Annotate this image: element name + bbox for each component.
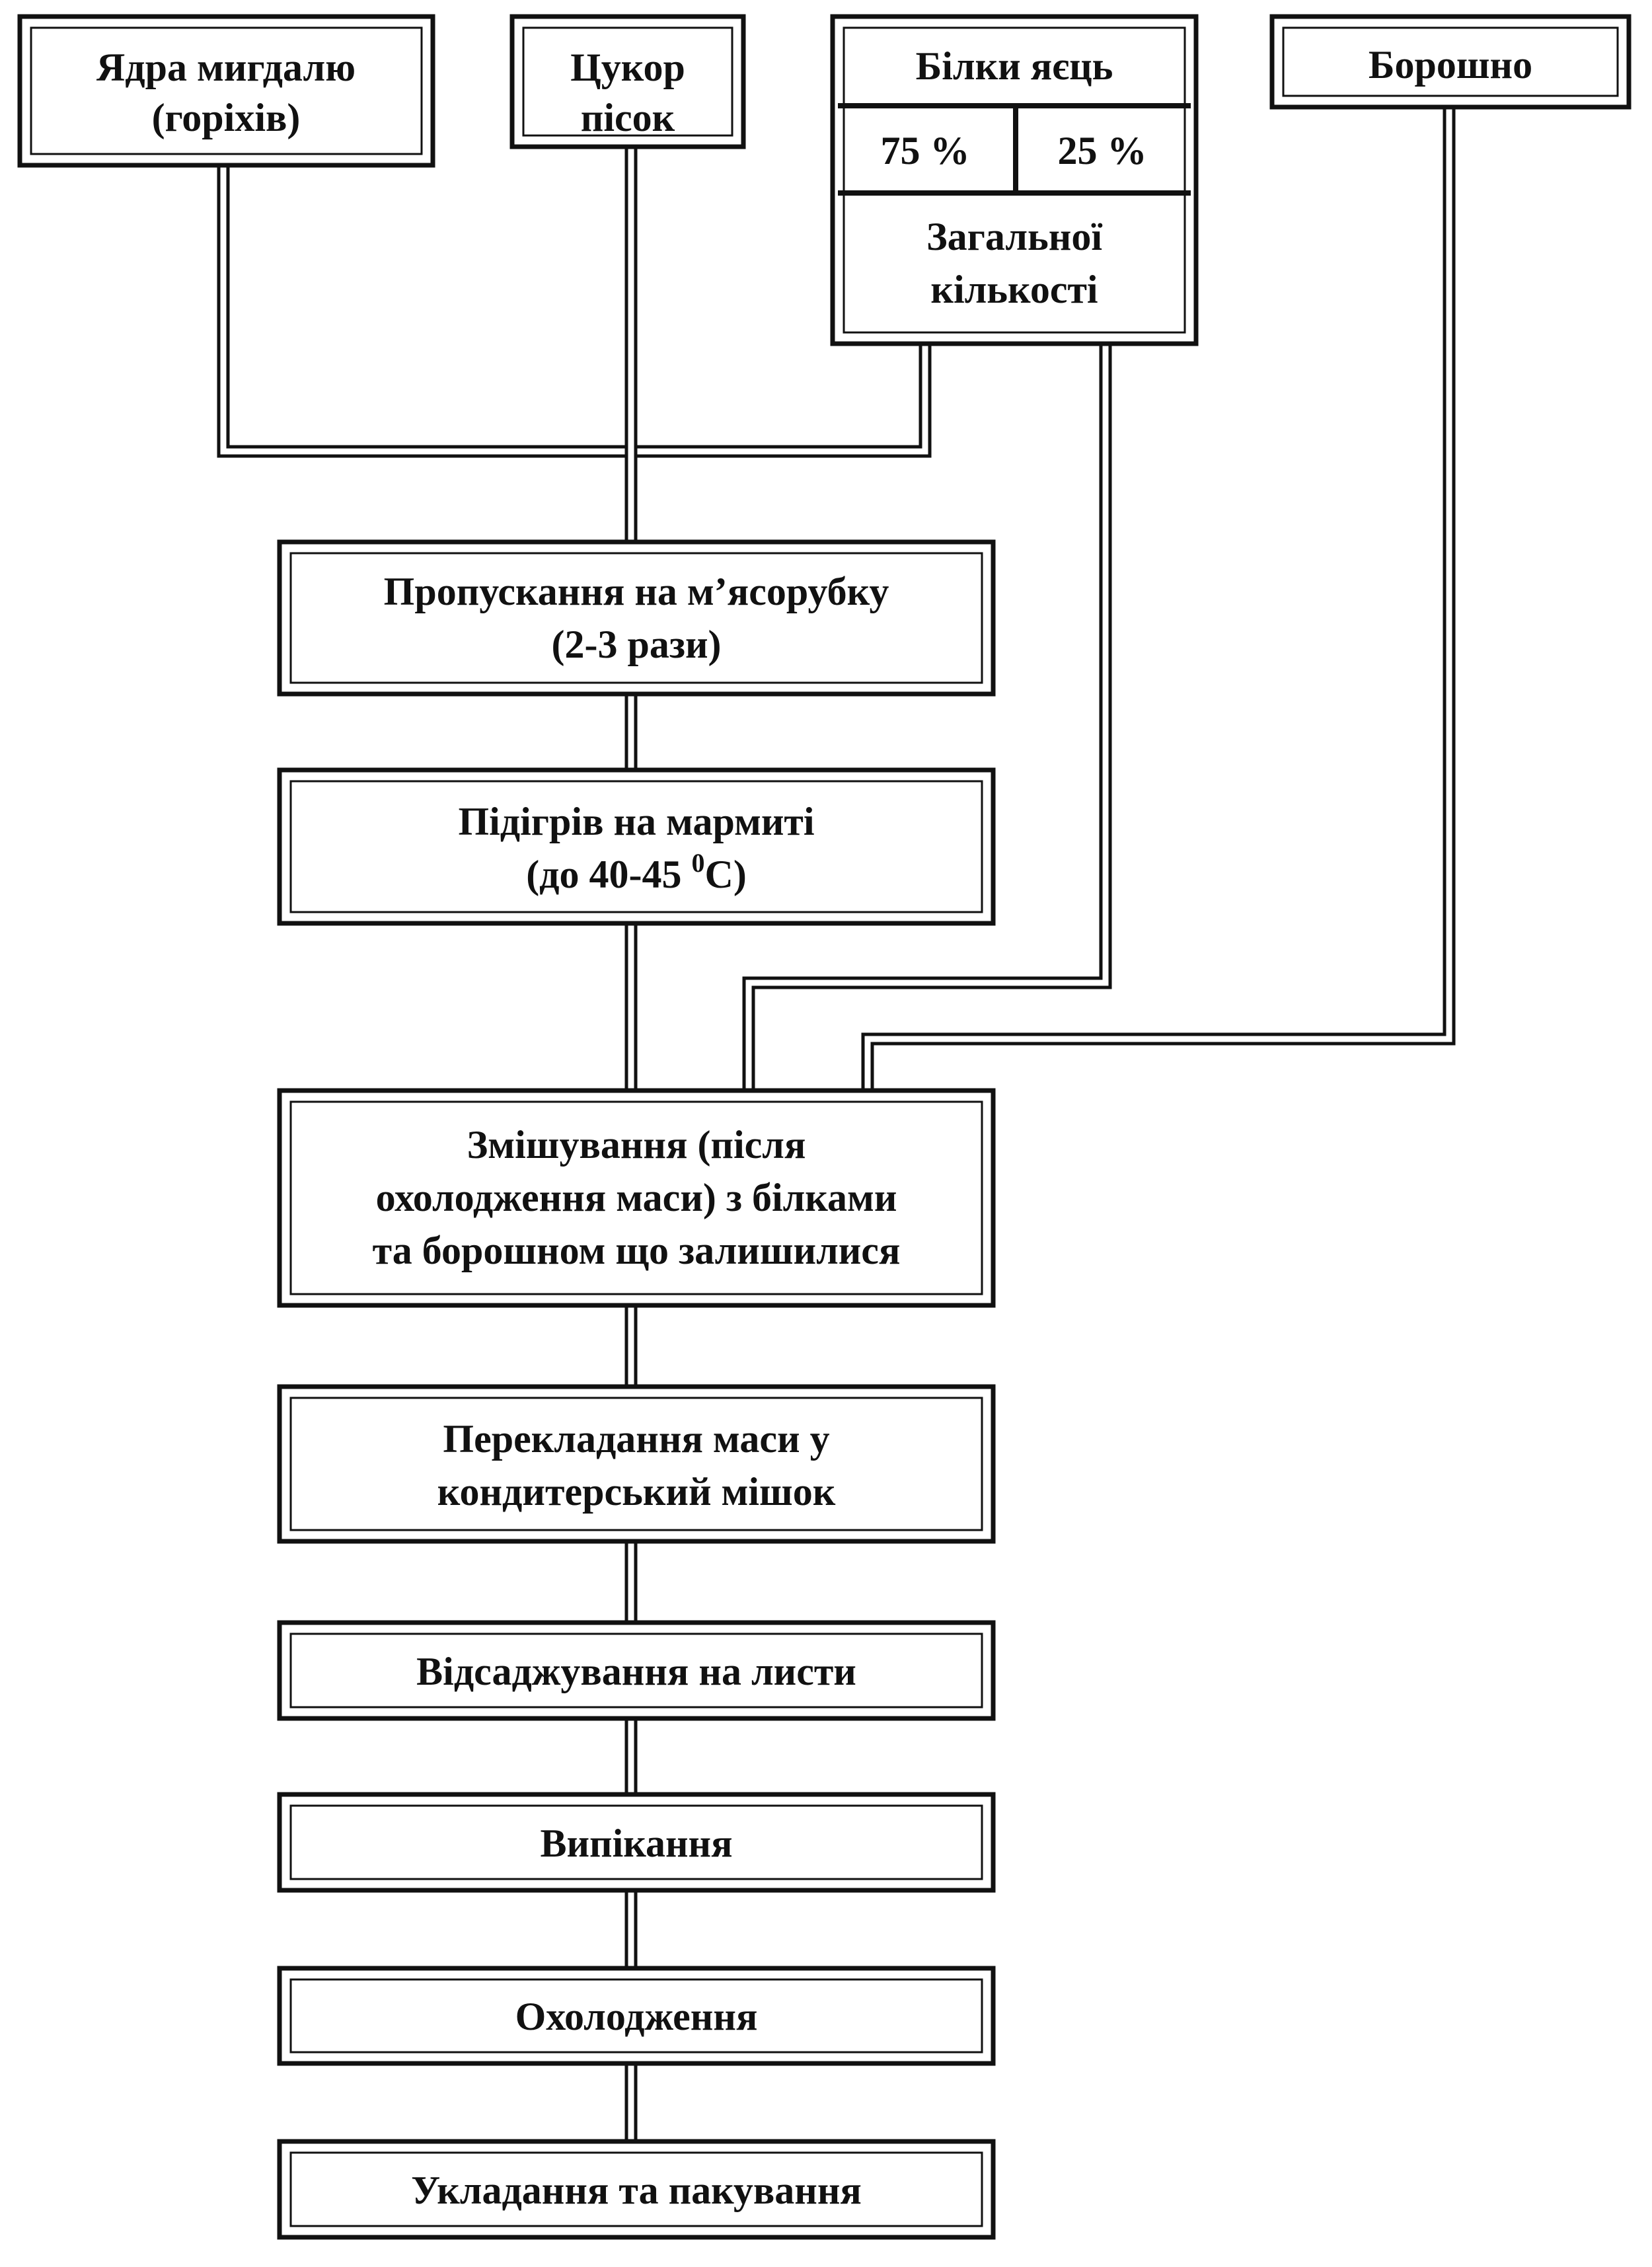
mixing-label-line3: та борошном що залишилися <box>373 1229 901 1272</box>
connector-eggs75-to-merge <box>624 342 932 458</box>
packing-label: Укладання та пакування <box>411 2169 862 2212</box>
input-egg-whites: Білки яєць 75 % 25 % Загальної кількості <box>830 14 1199 346</box>
egg-whites-title: Білки яєць <box>916 44 1113 88</box>
step-packing: Укладання та пакування <box>277 2139 996 2240</box>
depositing-label: Відсаджування на листи <box>416 1650 856 1693</box>
cooling-label: Охолодження <box>515 1995 758 2038</box>
flour-label: Борошно <box>1369 43 1532 87</box>
almond-kernels-label-line1: Ядра мигдалю <box>96 46 356 89</box>
mincing-label-line2: (2-3 рази) <box>552 623 722 666</box>
egg-whites-part-25: 25 % <box>1058 129 1147 173</box>
baking-label: Випікання <box>540 1822 732 1865</box>
input-almond-kernels: Ядра мигдалю (горіхів) <box>17 14 435 168</box>
step-depositing: Відсаджування на листи <box>277 1620 996 1721</box>
input-flour: Борошно <box>1269 14 1632 110</box>
transfer-label-line1: Перекладання маси у <box>443 1417 829 1461</box>
step-transfer: Перекладання маси у кондитерський мішок <box>277 1384 996 1544</box>
connector-almonds-to-merge <box>217 164 634 458</box>
sugar-label-line2: пісок <box>581 96 675 139</box>
heating-label-line1: Підігрів на мармиті <box>458 800 814 843</box>
input-sugar: Цукор пісок <box>509 14 746 149</box>
transfer-label-line2: кондитерський мішок <box>437 1470 836 1514</box>
sugar-label-line1: Цукор <box>570 46 685 89</box>
egg-whites-part-75: 75 % <box>881 129 970 173</box>
step-mincing: Пропускання на м’ясорубку (2-3 рази) <box>277 539 996 697</box>
almond-kernels-label-line2: (горіхів) <box>152 96 301 139</box>
heating-label-line2: (до 40-45 0С) <box>526 848 747 896</box>
mixing-label-line1: Змішування (після <box>467 1123 806 1167</box>
step-cooling: Охолодження <box>277 1966 996 2066</box>
mixing-label-line2: охолодження маси) з білками <box>376 1176 897 1219</box>
connectors <box>217 106 1456 2141</box>
egg-whites-note-line2: кількості <box>930 268 1098 311</box>
egg-whites-note-line1: Загальної <box>926 215 1102 258</box>
step-mixing: Змішування (після охолодження маси) з бі… <box>277 1088 996 1308</box>
step-heating: Підігрів на мармиті (до 40-45 0С) <box>277 767 996 926</box>
mincing-label-line1: Пропускання на м’ясорубку <box>384 570 889 613</box>
step-baking: Випікання <box>277 1792 996 1893</box>
